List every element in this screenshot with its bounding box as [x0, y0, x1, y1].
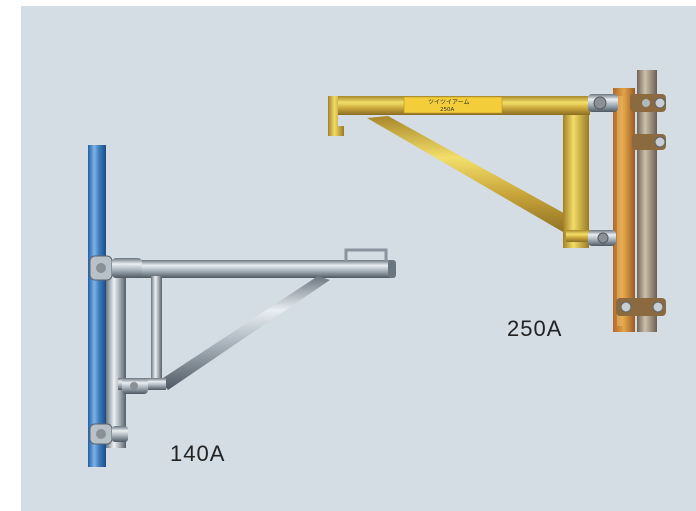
- clamp-foot-140a: [122, 378, 148, 394]
- arm-tag-line2: 250A: [440, 107, 454, 113]
- arm-tag-line1: ツイツイアーム: [428, 99, 469, 106]
- vertical-strut-250a: [563, 104, 589, 248]
- clamp-top-250a: [588, 94, 666, 112]
- diagonal-brace-250a: [367, 116, 580, 236]
- vertical-strut-140a: [151, 276, 162, 386]
- model-label-250a: 250A: [507, 316, 563, 341]
- diagonal-brace-140a: [160, 276, 330, 390]
- clamp-middle-250a: [632, 134, 666, 150]
- bracket-140a: [88, 145, 396, 467]
- vertical-post-140a: [106, 258, 126, 448]
- arm-tag-250a: [403, 96, 503, 114]
- clamp-bottom-140a: [89, 423, 128, 445]
- clamp-top-140a: [89, 255, 142, 281]
- model-label-140a: 140A: [170, 441, 226, 466]
- clamp-bottom-250a: [616, 298, 666, 316]
- end-handle-140a: [344, 248, 388, 262]
- bracket-250a: ツイツイアーム 250A: [328, 70, 666, 332]
- beam-hook-250a: [328, 96, 344, 136]
- mount-plate-250a: [613, 88, 635, 332]
- top-arm-140a: [118, 260, 393, 278]
- support-pole-140a: [88, 145, 106, 467]
- clamp-lower-250a: [588, 230, 616, 246]
